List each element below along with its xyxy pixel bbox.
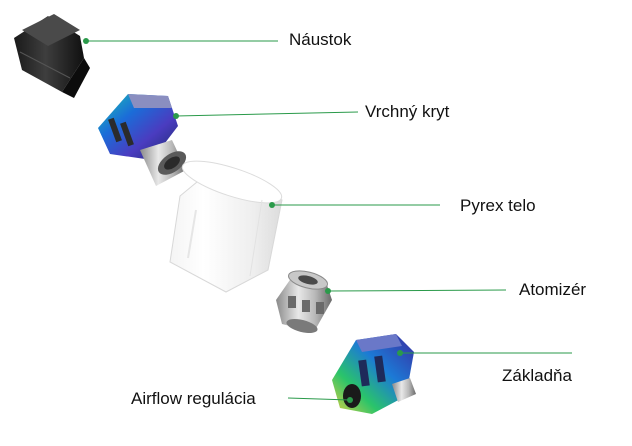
coil-part <box>276 270 332 333</box>
top-cap-part <box>98 94 187 186</box>
leader-line-top-cap <box>175 111 359 117</box>
leader-lines <box>83 38 572 403</box>
label-glass-tube: Pyrex telo <box>460 196 536 215</box>
glass-tube-part <box>169 160 283 293</box>
leader-line-airflow <box>287 397 351 401</box>
leader-dot-glass <box>269 202 275 208</box>
label-base: Základňa <box>502 366 572 385</box>
leader-dot-top-cap <box>173 113 179 119</box>
label-top-cap: Vrchný kryt <box>365 102 450 121</box>
leader-dot-airflow <box>347 397 353 403</box>
label-coil: Atomizér <box>519 280 587 299</box>
leader-dot-coil <box>325 288 331 294</box>
label-mouthpiece: Náustok <box>289 30 352 49</box>
leader-dot-base <box>397 350 403 356</box>
label-airflow: Airflow regulácia <box>131 389 256 408</box>
base-part <box>332 334 416 414</box>
leader-line-coil <box>327 289 507 292</box>
mouthpiece-part <box>14 14 90 98</box>
leader-dot-mouthpiece <box>83 38 89 44</box>
